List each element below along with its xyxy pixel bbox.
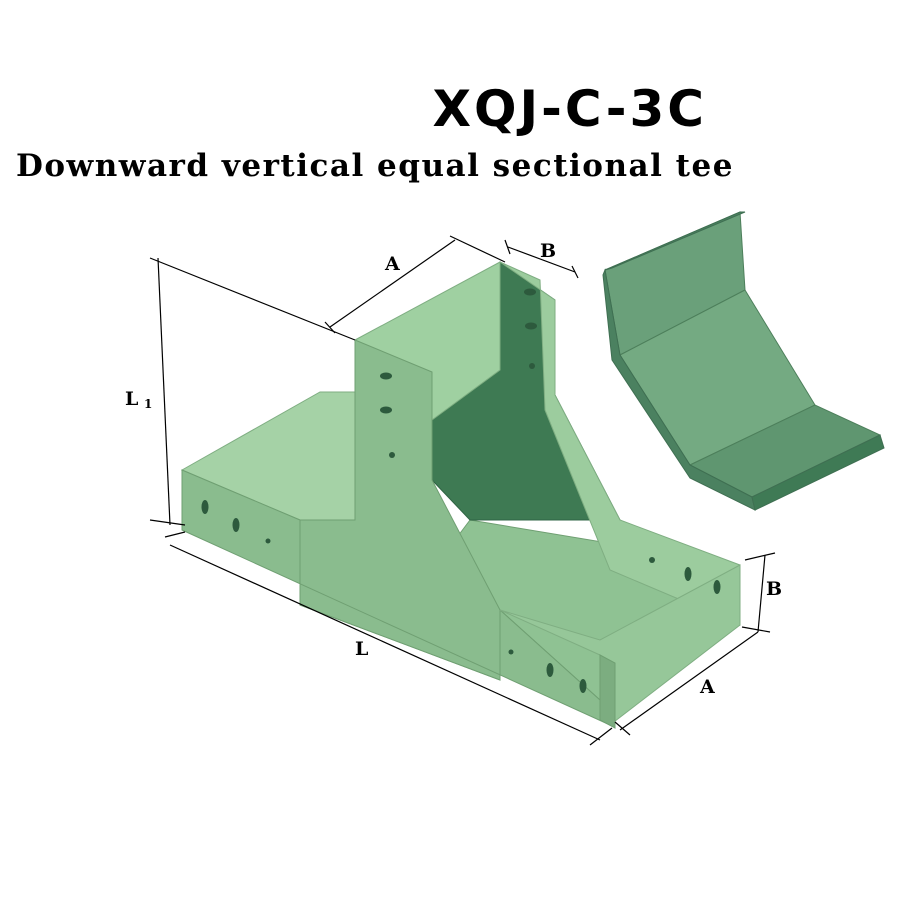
dim-label-right-b: B xyxy=(766,578,782,600)
product-description: Downward vertical equal sectional tee xyxy=(16,148,734,184)
front-end-cap xyxy=(599,654,616,729)
dim-label-top-b: B xyxy=(540,240,556,262)
dim-label-bottom-a: A xyxy=(699,676,715,698)
cover-lip-top xyxy=(604,211,746,271)
model-title: XQJ-C-3C xyxy=(432,80,707,138)
dim-label-l: L xyxy=(355,638,368,660)
mounting-holes xyxy=(201,288,721,693)
cover-lip-right xyxy=(751,434,885,511)
dim-label-l1: L xyxy=(125,388,138,410)
dimension-lines xyxy=(149,235,776,746)
dim-label-top-a: A xyxy=(384,253,400,275)
dim-label-l1-subscript: 1 xyxy=(144,397,152,411)
